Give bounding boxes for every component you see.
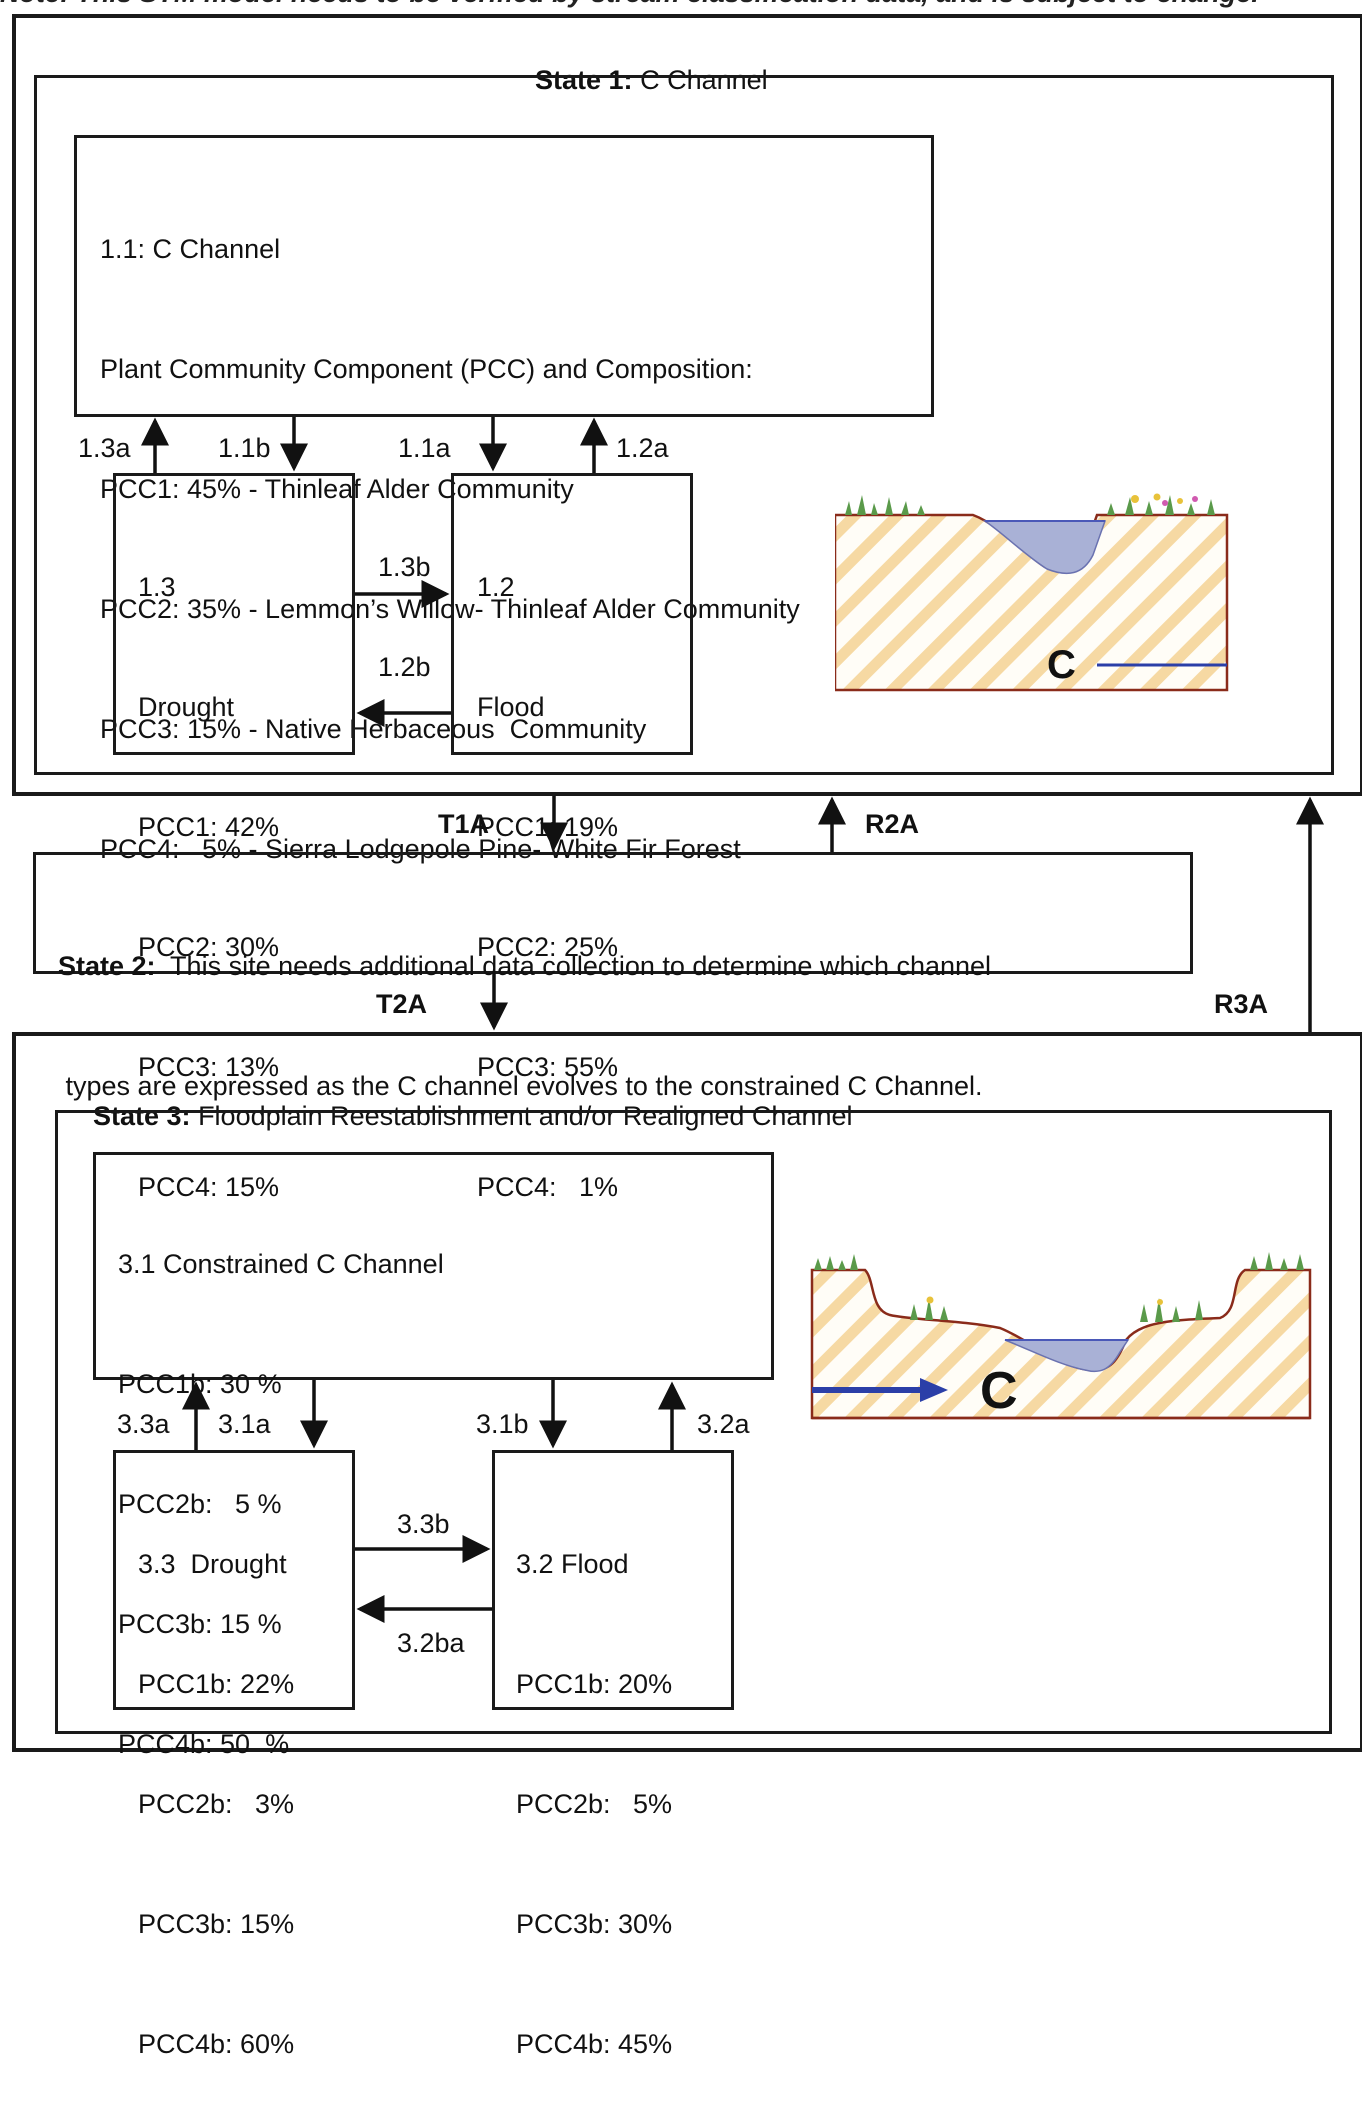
box-3-3-line: PCC3b: 15%: [138, 1909, 295, 1939]
box-1-3-drought: [113, 473, 355, 755]
arrow-label-3-3b: 3.3b: [397, 1509, 450, 1539]
state2-title-bold: State 2:: [58, 951, 156, 981]
box-1-3-line: PCC1: 42%: [138, 812, 280, 842]
arrows-layer: [141, 417, 1324, 1623]
box-1-1-c-channel: [74, 135, 934, 417]
box-3-2-flood: [492, 1450, 734, 1710]
transition-label-t2a: T2A: [376, 989, 428, 1019]
box-1-3-line: PCC2: 30%: [138, 932, 280, 962]
box-1-1-line: PCC2: 35% - Lemmon’s Willow- Thinleaf Al…: [100, 594, 800, 624]
model-note: Note: This STM model needs to be verifie…: [0, 0, 1259, 9]
box-1-1-line: 1.1: C Channel: [100, 234, 281, 264]
arrow-label-3-2ba: 3.2ba: [397, 1628, 465, 1658]
box-3-1-constrained-c-channel: [93, 1152, 774, 1380]
box-3-3-line: PCC2b: 3%: [138, 1789, 295, 1819]
state3-title-bold: State 3:: [93, 1101, 191, 1131]
box-1-2-line: PCC3: 55%: [477, 1052, 619, 1082]
state1-inner-box: [34, 75, 1334, 775]
box-3-2-line: 3.2 Flood: [516, 1549, 629, 1579]
state2-line1-text: This site needs additional data collecti…: [155, 951, 992, 981]
box-3-1-line: PCC2b: 5 %: [118, 1489, 282, 1519]
box-3-2-line: PCC4b: 45%: [516, 2029, 673, 2059]
arrow-label-1-2a: 1.2a: [616, 433, 669, 463]
channel-type-label-state3: C: [980, 1362, 1018, 1420]
box-1-1-line: PCC4: 5% - Sierra Lodgepole Pine- White …: [100, 834, 741, 864]
state1-title-rest: C Channel: [632, 65, 768, 95]
box-3-3-drought: [113, 1450, 355, 1710]
box-3-3-line: 3.3 Drought: [138, 1549, 287, 1579]
channel-cross-section-state1: C: [835, 493, 1229, 692]
arrow-label-1-3a: 1.3a: [78, 433, 131, 463]
state1-title-bold: State 1:: [535, 65, 633, 95]
arrow-label-1-1b: 1.1b: [218, 433, 271, 463]
transition-label-r3a: R3A: [1214, 989, 1269, 1019]
box-1-3-line: PCC3: 13%: [138, 1052, 280, 1082]
state3-inner-box: [55, 1110, 1332, 1734]
arrow-label-3-3a: 3.3a: [117, 1409, 170, 1439]
channel-cross-section-state3: C: [810, 1252, 1312, 1420]
channel-type-label-state1: C: [1047, 643, 1076, 687]
box-3-2-line: PCC3b: 30%: [516, 1909, 673, 1939]
box-1-2-text: 1.2 Flood PCC1: 19% PCC2: 25% PCC3: 55% …: [477, 487, 618, 1247]
state1-title: State 1: C Channel: [520, 32, 768, 96]
box-3-3-line: PCC4b: 60%: [138, 2029, 295, 2059]
arrow-label-3-1b: 3.1b: [476, 1409, 529, 1439]
box-1-2-line: 1.2: [477, 572, 515, 602]
box-1-2-line: PCC4: 1%: [477, 1172, 619, 1202]
box-3-3-line: PCC1b: 22%: [138, 1669, 295, 1699]
state2-line1: State 2: This site needs additional data…: [58, 946, 991, 986]
arrow-label-1-3b: 1.3b: [378, 552, 431, 582]
state3-title-rest: Floodplain Reestablishment and/or Realig…: [190, 1101, 853, 1131]
arrow-label-3-2a: 3.2a: [697, 1409, 750, 1439]
arrow-label-3-1a: 3.1a: [218, 1409, 271, 1439]
box-1-2-line: PCC2: 25%: [477, 932, 619, 962]
box-1-1-line: Plant Community Component (PCC) and Comp…: [100, 354, 753, 384]
state3-title: State 3: Floodplain Reestablishment and/…: [78, 1068, 852, 1132]
arrow-label-1-2b: 1.2b: [378, 652, 431, 682]
box-1-2-line: Flood: [477, 692, 545, 722]
box-1-2-flood: [451, 473, 693, 755]
box-1-3-line: PCC4: 15%: [138, 1172, 280, 1202]
box-1-3-line: 1.3: [138, 572, 176, 602]
transition-label-r2a: R2A: [865, 809, 920, 839]
state2-text: State 2: This site needs additional data…: [58, 866, 991, 1146]
arrow-label-1-1a: 1.1a: [398, 433, 451, 463]
box-3-2-line: PCC2b: 5%: [516, 1789, 673, 1819]
state1-outer-box: [12, 14, 1362, 796]
box-1-3-text: 1.3 Drought PCC1: 42% PCC2: 30% PCC3: 13…: [138, 487, 279, 1247]
state2-box: [33, 852, 1193, 974]
box-3-1-line: 3.1 Constrained C Channel: [118, 1249, 444, 1279]
box-1-3-line: Drought: [138, 692, 235, 722]
state2-line2: types are expressed as the C channel evo…: [58, 1071, 983, 1101]
transition-label-t1a: T1A: [438, 809, 490, 839]
box-3-1-line: PCC3b: 15 %: [118, 1609, 282, 1639]
box-3-2-line: PCC1b: 20%: [516, 1669, 673, 1699]
